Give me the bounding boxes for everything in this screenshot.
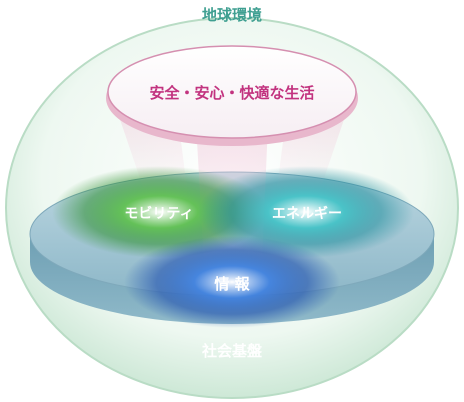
base-disc-side [30,234,434,324]
information-label: 情 報 [214,275,250,293]
top-disc [107,45,357,139]
energy-label: エネルギー [272,205,342,222]
energy-glow [198,166,414,258]
earth-environment-label: 地球環境 [202,6,262,24]
information-glow [124,236,340,328]
top-label: 安全・安心・快適な生活 [149,84,314,102]
society-base-label: 社会基盤 [201,342,263,360]
mobility-label: モビリティ [124,206,193,222]
